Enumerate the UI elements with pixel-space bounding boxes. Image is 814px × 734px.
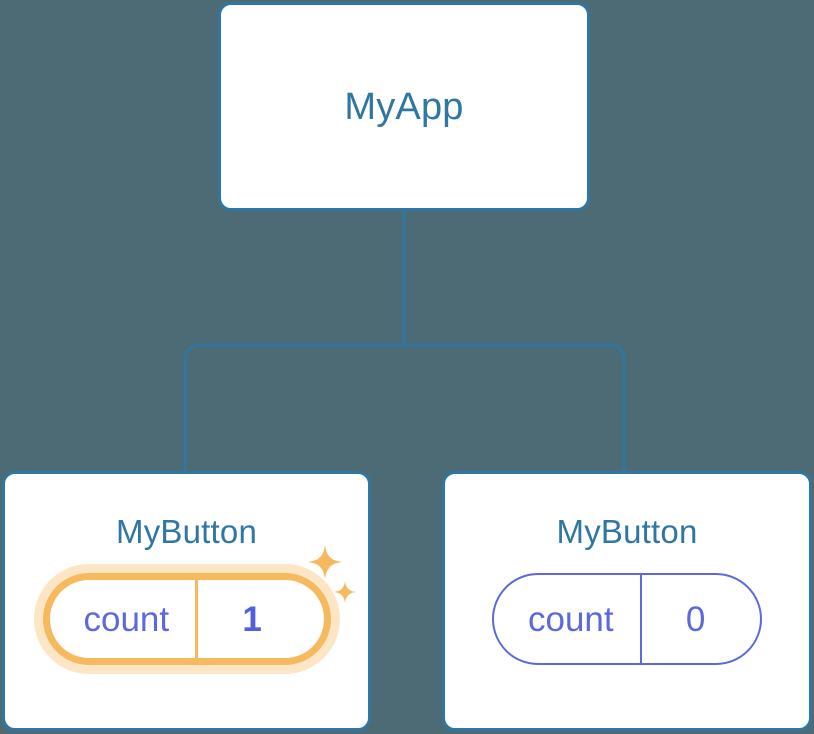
- node-myapp-label: MyApp: [344, 85, 464, 128]
- node-mybutton-left-label: MyButton: [116, 513, 257, 550]
- node-myapp[interactable]: MyApp: [218, 2, 590, 211]
- node-mybutton-right[interactable]: MyButton count 0: [442, 471, 812, 731]
- state-pill-left[interactable]: count 1: [42, 573, 331, 665]
- state-pill-wrapper-right: count 0: [445, 573, 809, 665]
- state-key-right: count: [528, 599, 614, 639]
- sparkle-small-icon: [334, 581, 356, 603]
- state-value-right: 0: [685, 599, 706, 639]
- node-mybutton-left[interactable]: MyButton count 1: [2, 471, 371, 731]
- state-key-left: count: [83, 599, 170, 639]
- state-pill-wrapper-left: count 1: [5, 545, 368, 665]
- node-mybutton-right-label: MyButton: [556, 513, 698, 550]
- connector-branch-right: [404, 343, 626, 471]
- state-pill-right[interactable]: count 0: [492, 573, 762, 665]
- sparkle-large-icon: [308, 545, 342, 579]
- connector-branch-left: [183, 343, 404, 471]
- state-value-left: 1: [242, 599, 262, 639]
- state-pill-divider-right: [639, 575, 642, 663]
- state-pill-divider-left: [195, 580, 199, 658]
